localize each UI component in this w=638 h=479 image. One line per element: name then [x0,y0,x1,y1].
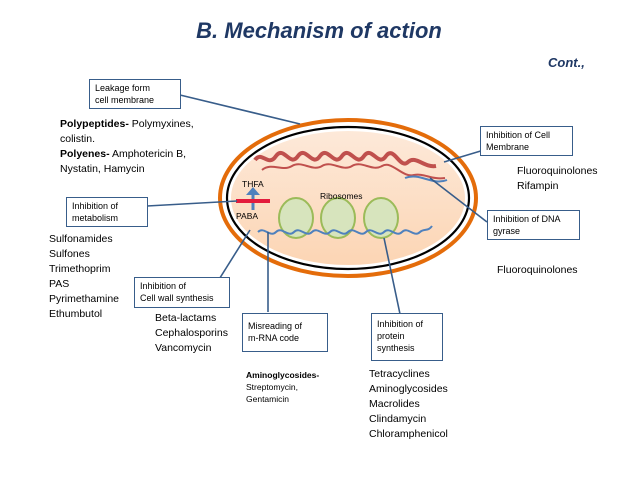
cell-membrane [225,125,471,271]
misreading-box: Misreading of m-RNA code [242,313,328,352]
mrna-strand [257,225,433,235]
aminoglycoside-drugs: Aminoglycosides- Streptomycin, Gentamici… [246,370,320,404]
metabolism-box: Inhibition of metabolism [66,197,148,227]
membrane-leakage-drugs: Polypeptides- Polymyxines, colistin. Pol… [60,118,194,175]
dna-strand-2 [261,163,446,180]
paba-thfa-arrowhead [246,187,260,195]
paba-label: PABA [236,211,259,221]
leakage-box: Leakage form cell membrane [89,79,181,109]
ribosomes-label: Ribosomes [320,191,363,201]
continued-label: Cont., [548,55,585,70]
thfa-label: THFA [242,179,264,189]
cell-wall-synthesis-box: Inhibition of Cell wall synthesis [134,277,230,308]
dna-gyrase-drugs: Fluoroquinolones [497,264,578,276]
protein-synthesis-drugs: Tetracyclines Aminoglycosides Macrolides… [369,368,448,440]
cell-membrane-box: Inhibition of Cell Membrane [480,126,573,156]
ribosome-2 [320,197,356,239]
dna-strand [253,151,437,169]
ribosome-1 [278,197,314,239]
cell-wall-drugs: Beta-lactams Cephalosporins Vancomycin [155,312,228,354]
dna-gyrase-box: Inhibition of DNA gyrase [487,210,580,240]
membrane-drugs: Fluoroquinolones Rifampin [517,165,598,192]
ribosome-3 [363,197,399,239]
page-title: B. Mechanism of action [196,18,442,43]
metabolism-drugs: Sulfonamides Sulfones Trimethoprim PAS P… [49,233,120,320]
protein-synthesis-box: Inhibition of protein synthesis [371,313,443,361]
